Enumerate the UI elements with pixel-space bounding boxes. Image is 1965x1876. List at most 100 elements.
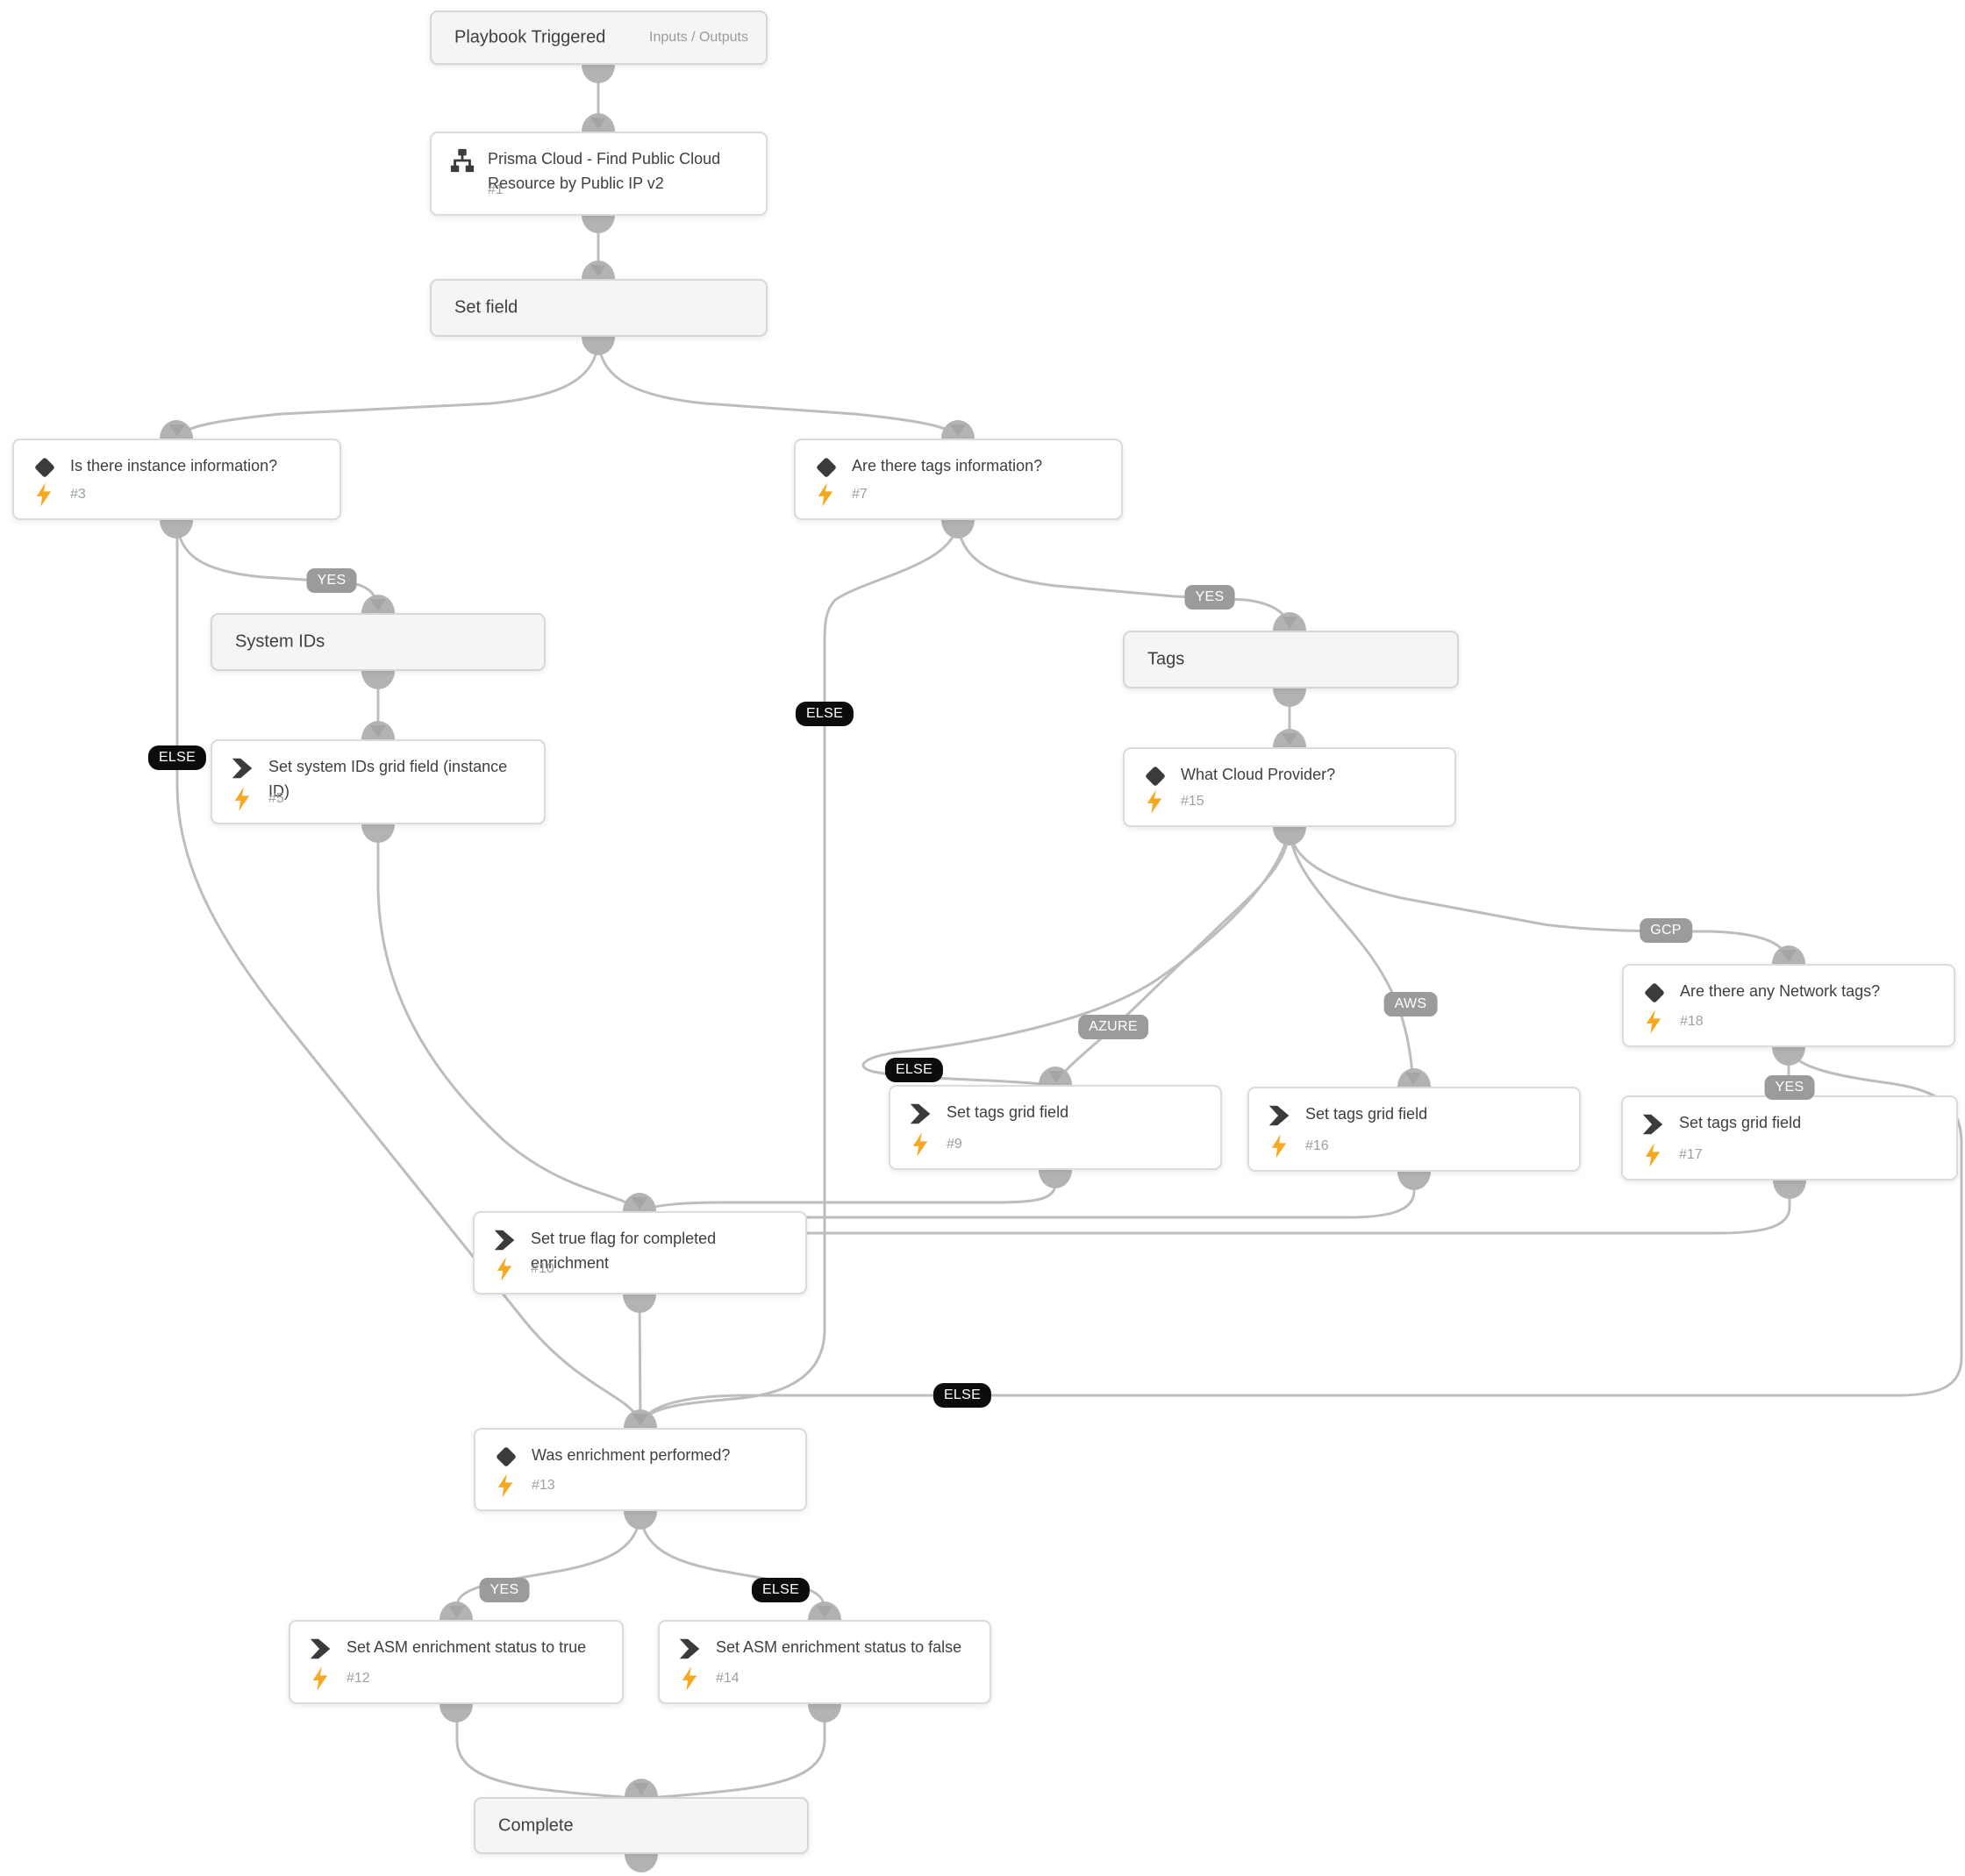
node-complete[interactable]: Complete [474,1797,809,1854]
node-title: Set true flag for completed enrichment [531,1230,717,1272]
edge-path [639,1509,826,1623]
node-title: Set tags grid field [947,1103,1069,1121]
arrowhead [590,265,606,277]
node-title: Complete [498,1815,574,1835]
node-task-13[interactable]: Was enrichment performed? #13 [474,1428,807,1511]
edge-path [597,335,960,442]
condition-diamond-icon [1142,763,1168,789]
edge-path [638,1166,1057,1215]
quiet-mode-bolt-icon [911,1131,929,1158]
edge-path [956,517,1291,634]
edge-path [639,517,960,1431]
edge-path [638,1168,1416,1219]
quiet-mode-bolt-icon [681,1666,698,1692]
edge-path [175,517,642,1431]
node-task-10[interactable]: Set true flag for completed enrichment #… [473,1211,807,1295]
node-title: Playbook Triggered [454,27,606,47]
node-title: Set field [454,297,518,317]
edge-path [376,821,641,1215]
node-right-text: Inputs / Outputs [649,30,748,45]
quiet-mode-bolt-icon [1270,1133,1288,1159]
node-task-16[interactable]: Set tags grid field #16 [1247,1087,1581,1172]
node-number: #10 [531,1261,554,1276]
node-number: #12 [347,1671,370,1686]
edge-path [1288,824,1790,967]
arrowhead [370,599,386,611]
node-title: Set system IDs grid field (instance ID) [268,758,508,800]
edge-label-else: ELSE [795,702,854,726]
arrowhead [632,1414,648,1426]
node-title: Was enrichment performed? [532,1446,731,1464]
edge-path [455,1701,641,1801]
node-system-ids[interactable]: System IDs [211,613,546,671]
arrowhead [1282,733,1297,745]
node-number: #14 [716,1671,740,1686]
task-chevron-icon [1640,1111,1667,1138]
edge-path [175,517,380,617]
arrowhead [1781,950,1797,962]
condition-diamond-icon [1641,980,1668,1006]
edge-label-else: ELSE [147,745,207,770]
node-task-15[interactable]: What Cloud Provider? #15 [1123,747,1456,827]
quiet-mode-bolt-icon [1644,1142,1661,1168]
node-task-5[interactable]: Set system IDs grid field (instance ID) … [211,739,546,824]
edge-label-else: ELSE [751,1578,811,1602]
edge-label-else: ELSE [932,1383,992,1408]
quiet-mode-bolt-icon [496,1256,513,1282]
node-number: #5 [268,791,284,806]
task-chevron-icon [677,1636,704,1662]
arrowhead [632,1197,647,1209]
edge-label-aws: AWS [1383,992,1438,1016]
node-title: Set ASM enrichment status to false [716,1638,962,1656]
quiet-mode-bolt-icon [311,1666,329,1692]
node-title: Tags [1147,649,1185,669]
node-number: #16 [1305,1138,1329,1153]
edge-label-azure: AZURE [1078,1015,1148,1039]
node-playbook-triggered[interactable]: Playbook Triggered Inputs / Outputs [430,11,768,65]
node-title: System IDs [235,631,325,652]
edge-label-yes: YES [1764,1075,1815,1100]
edge-label-yes: YES [306,568,357,593]
task-chevron-icon [908,1101,934,1127]
node-task-9[interactable]: Set tags grid field #9 [889,1085,1222,1170]
arrowhead [449,1606,465,1618]
node-number: #3 [70,487,86,502]
node-tags[interactable]: Tags [1123,631,1459,688]
edge-path [639,1044,1963,1431]
arrowhead [633,1783,649,1795]
node-title: Is there instance information? [70,457,278,474]
node-task-1[interactable]: Prisma Cloud - Find Public Cloud Resourc… [430,132,768,216]
node-task-18[interactable]: Are there any Network tags? #18 [1622,964,1955,1047]
edge-path [640,1701,826,1801]
node-task-3[interactable]: Is there instance information? #3 [12,439,341,520]
node-title: Are there any Network tags? [1680,982,1881,1000]
node-number: #15 [1181,794,1204,809]
arrowhead [169,424,185,437]
node-number: #18 [1680,1014,1704,1029]
node-number: #7 [852,487,868,502]
node-task-17[interactable]: Set tags grid field #17 [1621,1095,1958,1181]
quiet-mode-bolt-icon [1146,788,1163,815]
node-title: Set ASM enrichment status to true [347,1638,587,1656]
edge-path [454,1509,642,1623]
quiet-mode-bolt-icon [817,481,834,508]
node-number: #13 [532,1478,555,1493]
task-chevron-icon [230,755,256,781]
node-task-7[interactable]: Are there tags information? #7 [794,439,1123,520]
condition-diamond-icon [32,454,58,481]
node-task-14[interactable]: Set ASM enrichment status to false #14 [658,1620,991,1704]
quiet-mode-bolt-icon [35,481,53,508]
arrowhead [370,725,386,738]
quiet-mode-bolt-icon [1645,1009,1662,1035]
node-set-field[interactable]: Set field [430,279,768,337]
task-chevron-icon [492,1227,518,1253]
edge-path [1288,824,1415,1090]
subplaybook-icon [449,147,475,174]
condition-diamond-icon [813,454,840,481]
node-number: #17 [1679,1147,1703,1162]
node-title: What Cloud Provider? [1181,766,1336,783]
node-task-12[interactable]: Set ASM enrichment status to true #12 [289,1620,624,1704]
arrowhead [590,118,606,130]
node-title: Set tags grid field [1305,1105,1428,1123]
